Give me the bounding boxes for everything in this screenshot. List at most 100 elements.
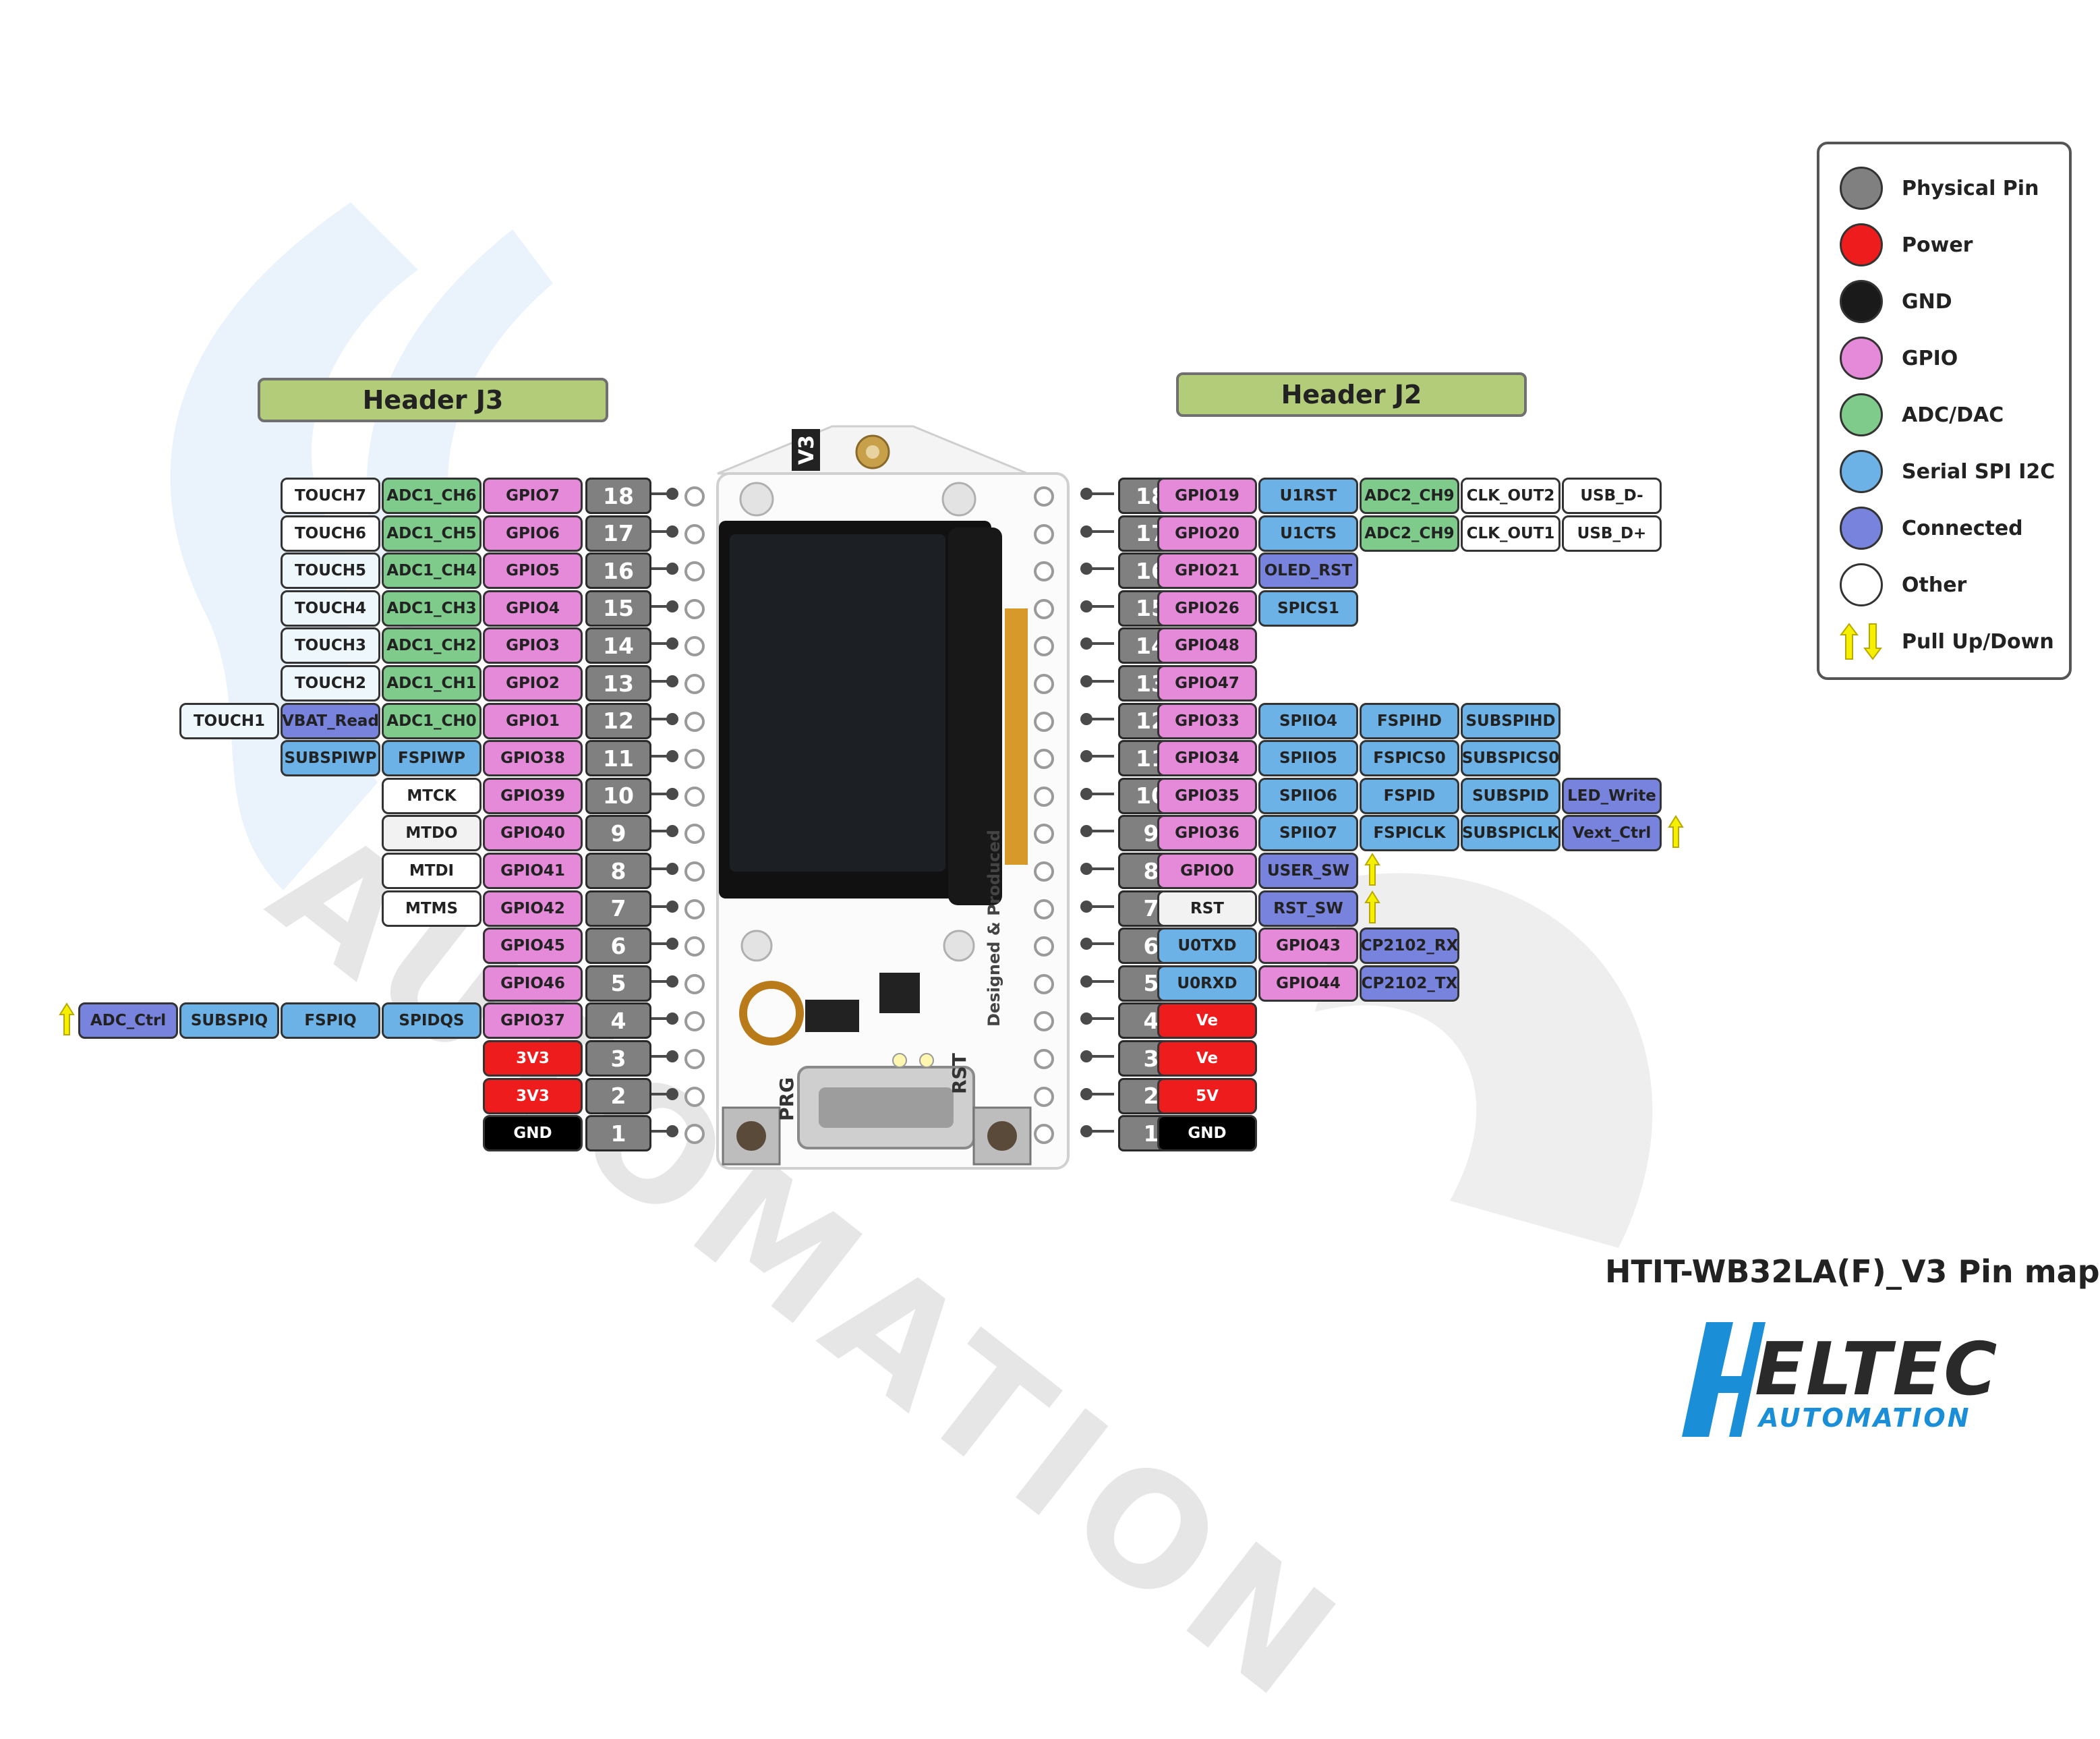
- left-pin-9-number: 9: [585, 815, 651, 852]
- legend-item: Connected: [1840, 505, 2023, 552]
- prg-silkscreen: PRG: [776, 1077, 798, 1121]
- right-pin-8-pull-arrow: [1364, 853, 1380, 886]
- left-pin-12-number: 12: [585, 702, 651, 739]
- legend-item: GND: [1840, 278, 1952, 325]
- right-pin-9-label-spiio7: SPIIO7: [1258, 815, 1358, 852]
- left-pin-15-label-gpio4: GPIO4: [483, 590, 583, 627]
- left-pin-4-label-fspiq: FSPIQ: [281, 1002, 380, 1039]
- board-brand-text: Designed & Produced: [985, 830, 1003, 1027]
- right-pin-12-label-spiio4: SPIIO4: [1258, 702, 1358, 739]
- right-header-hole: [1034, 711, 1054, 732]
- right-pin-11-label-spiio5: SPIIO5: [1258, 740, 1358, 777]
- right-pin-11-lead: [1087, 755, 1114, 758]
- legend-label: Power: [1902, 233, 1973, 257]
- left-pin-11-number: 11: [585, 740, 651, 777]
- left-pin-10-number: 10: [585, 777, 651, 814]
- left-pin-16-label-touch5: TOUCH5: [281, 552, 380, 590]
- left-pin-18-label-touch7: TOUCH7: [281, 478, 380, 514]
- right-pin-16-label-gpio21: GPIO21: [1157, 552, 1257, 590]
- pin-map-title: HTIT-WB32LA(F)_V3 Pin map: [1605, 1253, 2100, 1290]
- left-header-hole: [684, 973, 705, 994]
- left-pin-3-label-3v3: 3V3: [483, 1040, 583, 1077]
- right-pin-9-pull-arrow: [1668, 815, 1684, 849]
- heltec-logo: ELTEC AUTOMATION: [1679, 1315, 2003, 1450]
- left-pin-2-lead: [651, 1092, 669, 1095]
- right-pin-7-lead-dot: [1080, 900, 1092, 913]
- left-pin-15-number: 15: [585, 590, 651, 627]
- right-pin-12-label-gpio33: GPIO33: [1157, 702, 1257, 739]
- right-header-hole: [1034, 523, 1054, 544]
- left-pin-4-lead: [651, 1017, 669, 1021]
- right-pin-15-label-gpio26: GPIO26: [1157, 590, 1257, 627]
- left-header-hole: [684, 598, 705, 619]
- right-pin-5-lead-dot: [1080, 975, 1092, 988]
- left-pin-16-lead-dot: [666, 563, 678, 575]
- left-pin-8-label-mtdi: MTDI: [382, 853, 482, 889]
- legend-label: GND: [1902, 289, 1952, 314]
- left-pin-13-label-touch2: TOUCH2: [281, 665, 380, 702]
- left-pin-10-lead-dot: [666, 787, 678, 800]
- legend-label: Physical Pin: [1902, 176, 2039, 200]
- left-pin-16-lead: [651, 567, 669, 571]
- left-pin-6-number: 6: [585, 928, 651, 965]
- legend-item: Power: [1840, 221, 1973, 268]
- right-pin-18-label-adc2-ch9: ADC2_CH9: [1360, 478, 1459, 514]
- left-pin-2-number: 2: [585, 1077, 651, 1114]
- left-pin-14-lead: [651, 642, 669, 646]
- left-pin-9-lead-dot: [666, 825, 678, 838]
- left-pin-6-label-gpio45: GPIO45: [483, 928, 583, 965]
- left-header-hole: [684, 1049, 705, 1069]
- left-pin-15-label-touch4: TOUCH4: [281, 590, 380, 627]
- right-pin-10-lead-dot: [1080, 787, 1092, 800]
- pull-up-down-arrows-icon: [1840, 623, 1882, 660]
- left-pin-4-pull-arrow: [59, 1002, 75, 1036]
- right-pin-18-label-gpio19: GPIO19: [1157, 478, 1257, 514]
- legend-label: Other: [1902, 573, 1967, 597]
- right-pin-18-label-clk-out2: CLK_OUT2: [1461, 478, 1561, 514]
- board-version-text: V3: [795, 435, 819, 465]
- left-pin-4-label-gpio37: GPIO37: [483, 1002, 583, 1039]
- left-pin-13-number: 13: [585, 665, 651, 702]
- left-pin-18-lead-dot: [666, 488, 678, 500]
- heltec-board-illustration: V3 Designed & Produced PRG RST: [716, 425, 1070, 1170]
- right-pin-17-label-usb-d-: USB_D+: [1562, 515, 1662, 552]
- legend-swatch: [1840, 337, 1883, 380]
- right-pin-12-label-subspihd: SUBSPIHD: [1461, 702, 1561, 739]
- left-pin-13-label-adc1-ch1: ADC1_CH1: [382, 665, 482, 702]
- left-pin-18-label-gpio7: GPIO7: [483, 478, 583, 514]
- left-pin-9-lead: [651, 830, 669, 833]
- left-pin-4-label-spidqs: SPIDQS: [382, 1002, 482, 1039]
- right-pin-9-label-fspiclk: FSPICLK: [1360, 815, 1459, 852]
- left-pin-7-label-mtms: MTMS: [382, 890, 482, 927]
- left-pin-12-label-touch1: TOUCH1: [179, 702, 279, 739]
- left-pin-7-lead-dot: [666, 900, 678, 913]
- right-pin-11-label-gpio34: GPIO34: [1157, 740, 1257, 777]
- left-pin-6-lead-dot: [666, 938, 678, 950]
- right-header-hole: [1034, 598, 1054, 619]
- legend-swatch: [1840, 450, 1883, 493]
- left-pin-14-lead-dot: [666, 637, 678, 650]
- left-pin-15-lead-dot: [666, 600, 678, 612]
- right-pin-2-lead-dot: [1080, 1087, 1092, 1100]
- right-pin-9-label-vext-ctrl: Vext_Ctrl: [1562, 815, 1662, 852]
- left-pin-18-number: 18: [585, 478, 651, 514]
- legend-label: GPIO: [1902, 346, 1958, 370]
- right-pin-12-label-fspihd: FSPIHD: [1360, 702, 1459, 739]
- right-pin-3-label-ve: Ve: [1157, 1040, 1257, 1077]
- right-pin-17-label-clk-out1: CLK_OUT1: [1461, 515, 1561, 552]
- left-header-hole: [684, 523, 705, 544]
- left-pin-12-label-gpio1: GPIO1: [483, 702, 583, 739]
- right-pin-15-lead-dot: [1080, 600, 1092, 612]
- left-pin-2-label-3v3: 3V3: [483, 1077, 583, 1114]
- left-pin-3-lead-dot: [666, 1050, 678, 1062]
- left-pin-9-label-gpio40: GPIO40: [483, 815, 583, 852]
- left-pin-3-lead: [651, 1055, 669, 1058]
- right-pin-14-lead: [1087, 642, 1114, 646]
- left-pin-4-label-subspiq: SUBSPIQ: [179, 1002, 279, 1039]
- right-pin-12-lead: [1087, 717, 1114, 720]
- heltec-h-mark: [1682, 1322, 1766, 1437]
- right-pin-9-lead: [1087, 830, 1114, 833]
- left-pin-17-label-touch6: TOUCH6: [281, 515, 380, 552]
- left-pin-8-lead: [651, 867, 669, 870]
- left-pin-14-label-gpio3: GPIO3: [483, 627, 583, 664]
